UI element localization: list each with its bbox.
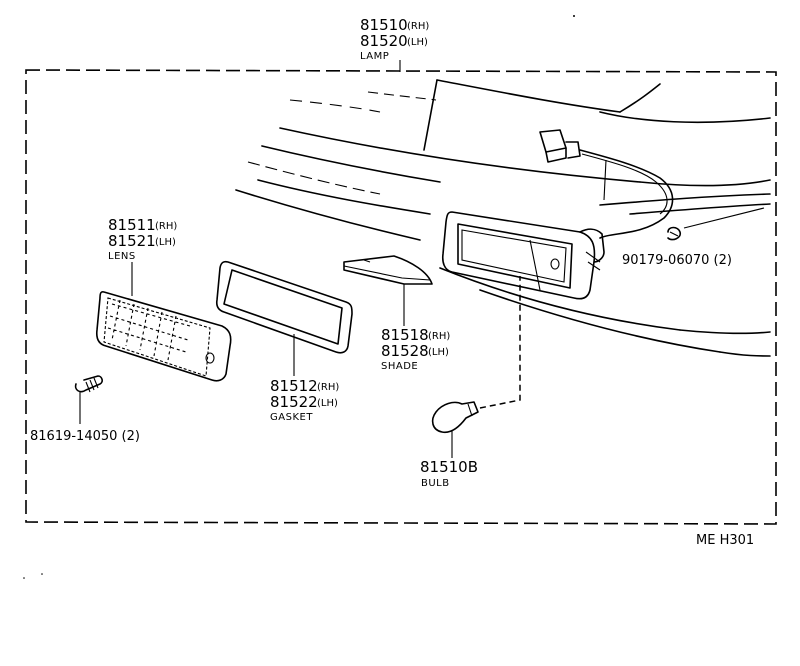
bulb-part <box>431 276 521 434</box>
shade-rh-number: 81518 <box>381 326 429 344</box>
label-shade: 81518 (RH) 81528 (LH) SHADE <box>381 326 450 372</box>
label-lamp: 81510 (RH) 81520 (LH) LAMP <box>360 16 429 62</box>
lens-rh-tag: (RH) <box>155 221 177 232</box>
figure-code: ME H301 <box>696 533 754 548</box>
gasket-rh-tag: (RH) <box>317 382 339 393</box>
gasket-part <box>215 260 353 354</box>
lens-rh-number: 81511 <box>108 216 156 234</box>
lens-lh-number: 81521 <box>108 232 156 250</box>
clip-part <box>667 207 765 241</box>
screw-number: 81619-14050 (2) <box>30 429 140 444</box>
gasket-rh-number: 81512 <box>270 377 318 395</box>
gasket-lh-tag: (LH) <box>317 398 338 409</box>
scan-specks <box>23 15 575 579</box>
bulb-number: 81510B <box>420 458 478 476</box>
lamp-rh-tag: (RH) <box>407 21 429 32</box>
lens-lh-tag: (LH) <box>155 237 176 248</box>
label-bulb: 81510B BULB <box>420 458 478 489</box>
clip-number: 90179-06070 (2) <box>622 253 732 268</box>
lamp-name: LAMP <box>360 51 389 62</box>
lens-part <box>95 290 232 382</box>
wire-harness <box>539 129 674 239</box>
shade-lh-tag: (LH) <box>428 347 449 358</box>
lamp-housing <box>441 211 605 300</box>
shade-lh-number: 81528 <box>381 342 429 360</box>
lamp-lh-number: 81520 <box>360 32 408 50</box>
shade-part <box>343 255 433 290</box>
leader-lines <box>79 60 453 458</box>
screw-part <box>74 375 103 393</box>
label-gasket: 81512 (RH) 81522 (LH) GASKET <box>270 377 339 423</box>
lamp-rh-number: 81510 <box>360 16 408 34</box>
vehicle-body-outline <box>235 79 771 357</box>
label-lens: 81511 (RH) 81521 (LH) LENS <box>108 216 177 262</box>
lamp-lh-tag: (LH) <box>407 37 428 48</box>
lens-name: LENS <box>108 251 136 262</box>
shade-rh-tag: (RH) <box>428 331 450 342</box>
shade-name: SHADE <box>381 361 418 372</box>
bulb-name: BULB <box>421 478 450 489</box>
assembly-frame <box>25 69 777 525</box>
gasket-name: GASKET <box>270 412 313 423</box>
gasket-lh-number: 81522 <box>270 393 318 411</box>
